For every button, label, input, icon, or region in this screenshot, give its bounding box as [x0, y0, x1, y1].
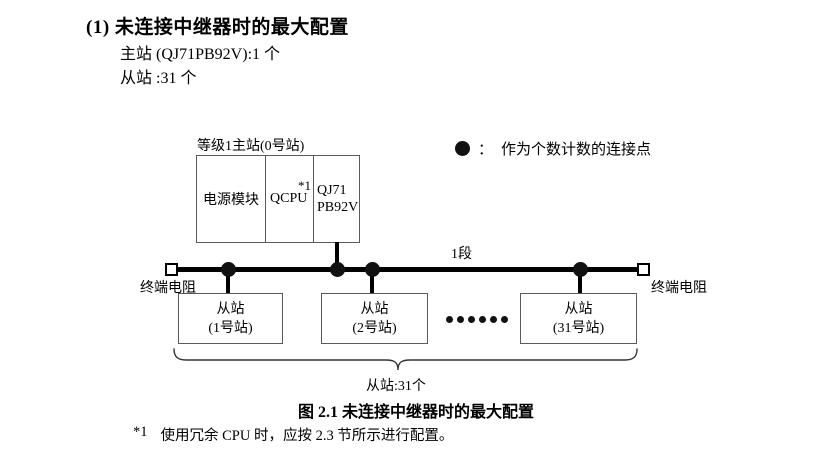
slave1-drop-line — [226, 270, 230, 294]
module-name-line1: QJ71 — [317, 183, 347, 198]
figure-caption: 图 2.1 未连接中继器时的最大配置 — [298, 404, 535, 421]
ellipsis-dot — [468, 316, 475, 323]
left-terminator-label: 终端电阻 — [140, 281, 196, 296]
legend: ： 作为个数计数的连接点 — [455, 138, 651, 159]
slave-name: 从站 — [216, 301, 245, 317]
cpu-label: QCPU — [270, 191, 308, 206]
ellipsis-dot — [457, 316, 464, 323]
module-name-line2: PB92V — [317, 200, 359, 215]
master-count-line: 主站 (QJ71PB92V):1 个 — [120, 46, 281, 63]
slave-station-no: (31号站) — [552, 320, 605, 336]
footnote: *1 使用冗余 CPU 时，应按 2.3 节所示进行配置。 — [133, 424, 453, 445]
left-terminator-resistor-icon — [165, 263, 178, 276]
section-heading: (1) 未连接中继器时的最大配置 — [86, 17, 349, 38]
brace — [173, 348, 638, 371]
ellipsis-dot — [446, 316, 453, 323]
ellipsis-dot — [501, 316, 508, 323]
ellipsis-dots — [446, 316, 508, 323]
slave-station-no: (1号站) — [208, 320, 253, 336]
legend-separator: ： — [478, 142, 494, 158]
cpu-cell: *1 QCPU — [266, 156, 314, 242]
connection-dot — [330, 262, 345, 277]
slave-station-box-1: 从站 (1号站) — [178, 293, 283, 344]
slave-station-box-2: 从站 (2号站) — [321, 293, 428, 344]
master-station-label: 等级1主站(0号站) — [197, 139, 305, 154]
footnote-marker: *1 — [133, 424, 148, 440]
segment-label: 1段 — [451, 247, 472, 262]
connection-point-icon — [455, 141, 470, 156]
slave-station-no: (2号站) — [352, 320, 397, 336]
slave-total-label: 从站:31个 — [366, 379, 426, 394]
master-drop-line — [335, 242, 339, 269]
connection-dot — [365, 262, 380, 277]
ellipsis-dot — [490, 316, 497, 323]
cpu-footnote-ref: *1 — [298, 178, 311, 193]
legend-text: 作为个数计数的连接点 — [501, 142, 652, 158]
bus-line — [177, 267, 638, 272]
right-terminator-resistor-icon — [637, 263, 650, 276]
slave-count-line: 从站 :31 个 — [120, 70, 197, 87]
slave-station-box-31: 从站 (31号站) — [520, 293, 637, 344]
connection-dot — [573, 262, 588, 277]
ellipsis-dot — [479, 316, 486, 323]
footnote-text: 使用冗余 CPU 时，应按 2.3 节所示进行配置。 — [160, 428, 454, 444]
slave-name: 从站 — [360, 301, 389, 317]
slave31-drop-line — [578, 270, 582, 294]
pb92v-module-cell: QJ71 PB92V — [314, 156, 359, 242]
master-station-box: 电源模块 *1 QCPU QJ71 PB92V — [196, 155, 360, 243]
slave2-drop-line — [370, 270, 374, 294]
slave-name: 从站 — [564, 301, 593, 317]
power-module-cell: 电源模块 — [197, 156, 266, 242]
connection-dot — [221, 262, 236, 277]
right-terminator-label: 终端电阻 — [651, 281, 707, 296]
